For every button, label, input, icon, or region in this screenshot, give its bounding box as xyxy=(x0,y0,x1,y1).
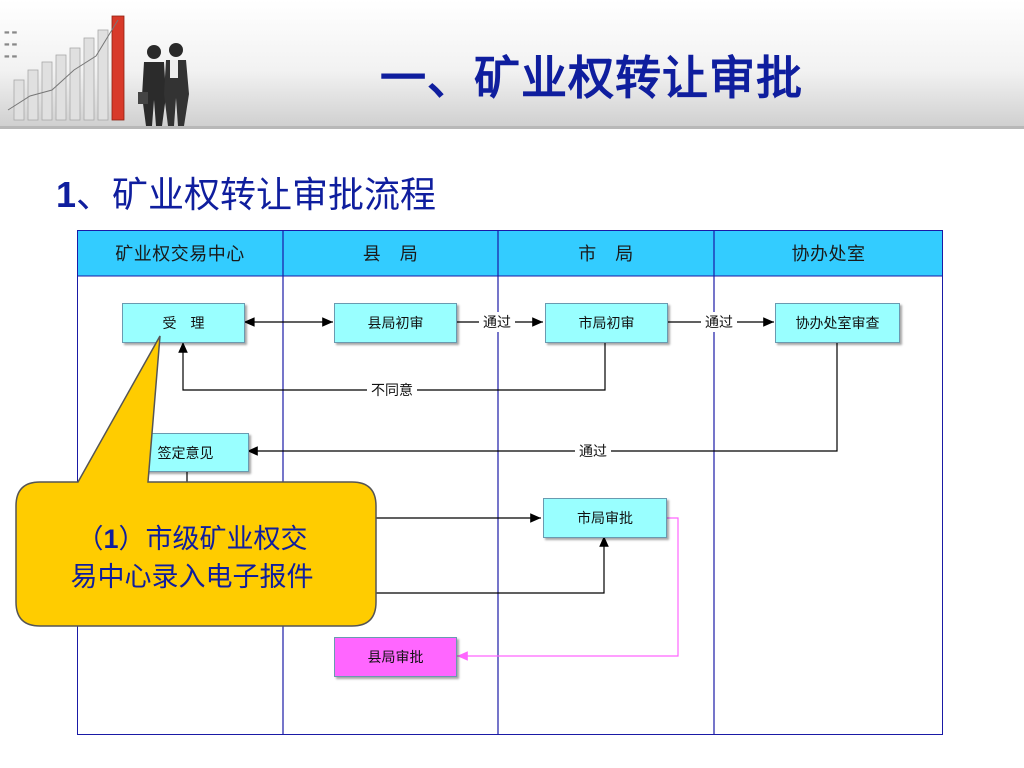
node-city-initial-review: 市局初审 xyxy=(545,303,668,343)
callout-text: （1）市级矿业权交 易中心录入电子报件 xyxy=(22,520,362,597)
node-accept: 受 理 xyxy=(122,303,245,343)
svg-text:▬ ▬: ▬ ▬ xyxy=(4,41,18,48)
lane-header-county-bureau: 县 局 xyxy=(283,230,498,276)
lane-header-city-bureau: 市 局 xyxy=(498,230,714,276)
bar-chart-icon: ▬ ▬ ▬ ▬ ▬ ▬ xyxy=(4,15,125,121)
callout-line-1: （1）市级矿业权交 xyxy=(76,524,308,555)
node-county-initial-review: 县局初审 xyxy=(334,303,457,343)
lane-header-coop-dept: 协办处室 xyxy=(714,230,943,276)
header-divider xyxy=(0,126,1024,129)
edge-label-pass-3: 通过 xyxy=(575,441,611,461)
lane-header-trading-center: 矿业权交易中心 xyxy=(77,230,283,276)
edge-label-pass-1: 通过 xyxy=(479,312,515,332)
callout-line-2: 易中心录入电子报件 xyxy=(70,562,314,593)
edge-label-disagree: 不同意 xyxy=(367,380,417,400)
node-dept-review: 协办处室审查 xyxy=(775,303,900,343)
slide-title: 一、矿业权转让审批 xyxy=(380,51,803,105)
business-people-icon xyxy=(138,43,189,126)
node-signed-opinion: 签定意见 xyxy=(122,433,249,472)
section-subtitle: 1、矿业权转让审批流程 xyxy=(56,166,436,218)
subtitle-text: 、矿业权转让审批流程 xyxy=(76,175,437,216)
svg-text:▬ ▬: ▬ ▬ xyxy=(4,53,18,60)
edge-label-pass-2: 通过 xyxy=(701,312,737,332)
swimlane-flowchart: 矿业权交易中心 县 局 市 局 协办处室 受 理 县局初审 市局 xyxy=(77,230,943,735)
svg-text:▬ ▬: ▬ ▬ xyxy=(4,29,18,36)
node-city-approval: 市局审批 xyxy=(543,498,667,538)
subtitle-number: 1 xyxy=(56,174,77,215)
node-county-approval: 县局审批 xyxy=(334,637,457,677)
